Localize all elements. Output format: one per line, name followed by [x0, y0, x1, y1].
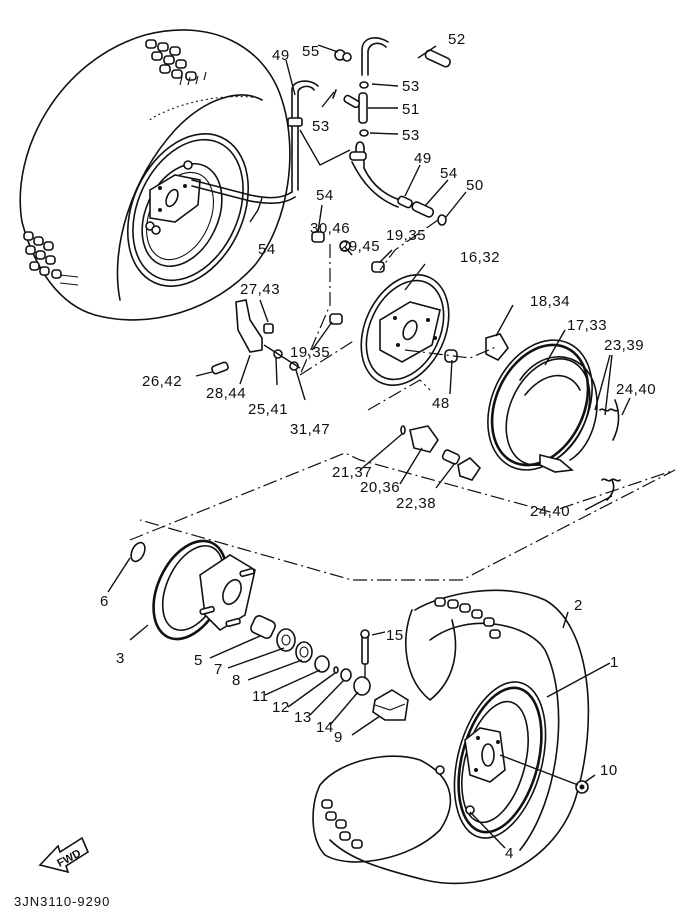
callout-31-47: 31,47 — [290, 421, 330, 438]
callout-5: 5 — [194, 652, 203, 669]
callout-4: 4 — [505, 845, 514, 862]
callout-7: 7 — [214, 661, 223, 678]
brake-panel — [211, 219, 509, 411]
callout-10: 10 — [600, 762, 618, 779]
callout-labels: 52 55 49 53 51 53 53 49 54 54 50 54 30,4… — [100, 31, 656, 862]
callout-9: 9 — [334, 729, 343, 746]
drawing-code: 3JN3110-9290 — [14, 894, 110, 909]
callout-52: 52 — [448, 31, 466, 48]
callout-18-34: 18,34 — [530, 293, 570, 310]
callout-30-46: 30,46 — [310, 220, 350, 237]
callout-24-40-bottom: 24,40 — [530, 503, 570, 520]
callout-26-42: 26,42 — [142, 373, 182, 390]
exploded-wheel-bottom-right — [312, 589, 590, 885]
callout-12: 12 — [272, 699, 290, 716]
assembly-group-frame — [129, 452, 676, 581]
tread-pattern-lower — [321, 597, 501, 849]
callout-14: 14 — [316, 719, 334, 736]
tread-pattern-top — [145, 39, 207, 86]
callout-24-40-top: 24,40 — [616, 381, 656, 398]
callout-19-35-top: 19,35 — [386, 227, 426, 244]
callout-54-right: 54 — [440, 165, 458, 182]
fwd-direction-arrow: FWD — [38, 836, 90, 874]
callout-8: 8 — [232, 672, 241, 689]
callout-53-lower: 53 — [402, 127, 420, 144]
callout-6: 6 — [100, 593, 109, 610]
callout-49-top: 49 — [272, 47, 290, 64]
callout-16-32: 16,32 — [460, 249, 500, 266]
callout-17-33: 17,33 — [567, 317, 607, 334]
brake-hoses — [287, 37, 451, 226]
callout-29-45: 29,45 — [340, 238, 380, 255]
callout-54-left: 54 — [258, 241, 276, 258]
callout-53-top: 53 — [402, 78, 420, 95]
callout-50: 50 — [466, 177, 484, 194]
hub-assembly — [130, 539, 409, 721]
tread-pattern-left — [23, 231, 79, 286]
leader-lines — [107, 44, 631, 849]
callout-25-41: 25,41 — [248, 401, 288, 418]
callout-55: 55 — [302, 43, 320, 60]
callout-49-lower: 49 — [414, 150, 432, 167]
callout-28-44: 28,44 — [206, 385, 246, 402]
wheel-cylinder — [400, 425, 482, 481]
callout-51: 51 — [402, 101, 420, 118]
callout-22-38: 22,38 — [396, 495, 436, 512]
assembled-wheel-top-left — [19, 29, 296, 321]
callout-54-center: 54 — [316, 187, 334, 204]
callout-15: 15 — [386, 627, 404, 644]
callout-19-35-mid: 19,35 — [290, 344, 330, 361]
callout-13: 13 — [294, 709, 312, 726]
callout-2: 2 — [574, 597, 583, 614]
callout-1: 1 — [610, 654, 619, 671]
callout-48: 48 — [432, 395, 450, 412]
callout-20-36: 20,36 — [360, 479, 400, 496]
callout-23-39: 23,39 — [604, 337, 644, 354]
callout-27-43: 27,43 — [240, 281, 280, 298]
callout-53-left: 53 — [312, 118, 330, 135]
callout-11: 11 — [252, 688, 269, 705]
callout-3: 3 — [116, 650, 125, 667]
callout-21-37: 21,37 — [332, 464, 372, 481]
